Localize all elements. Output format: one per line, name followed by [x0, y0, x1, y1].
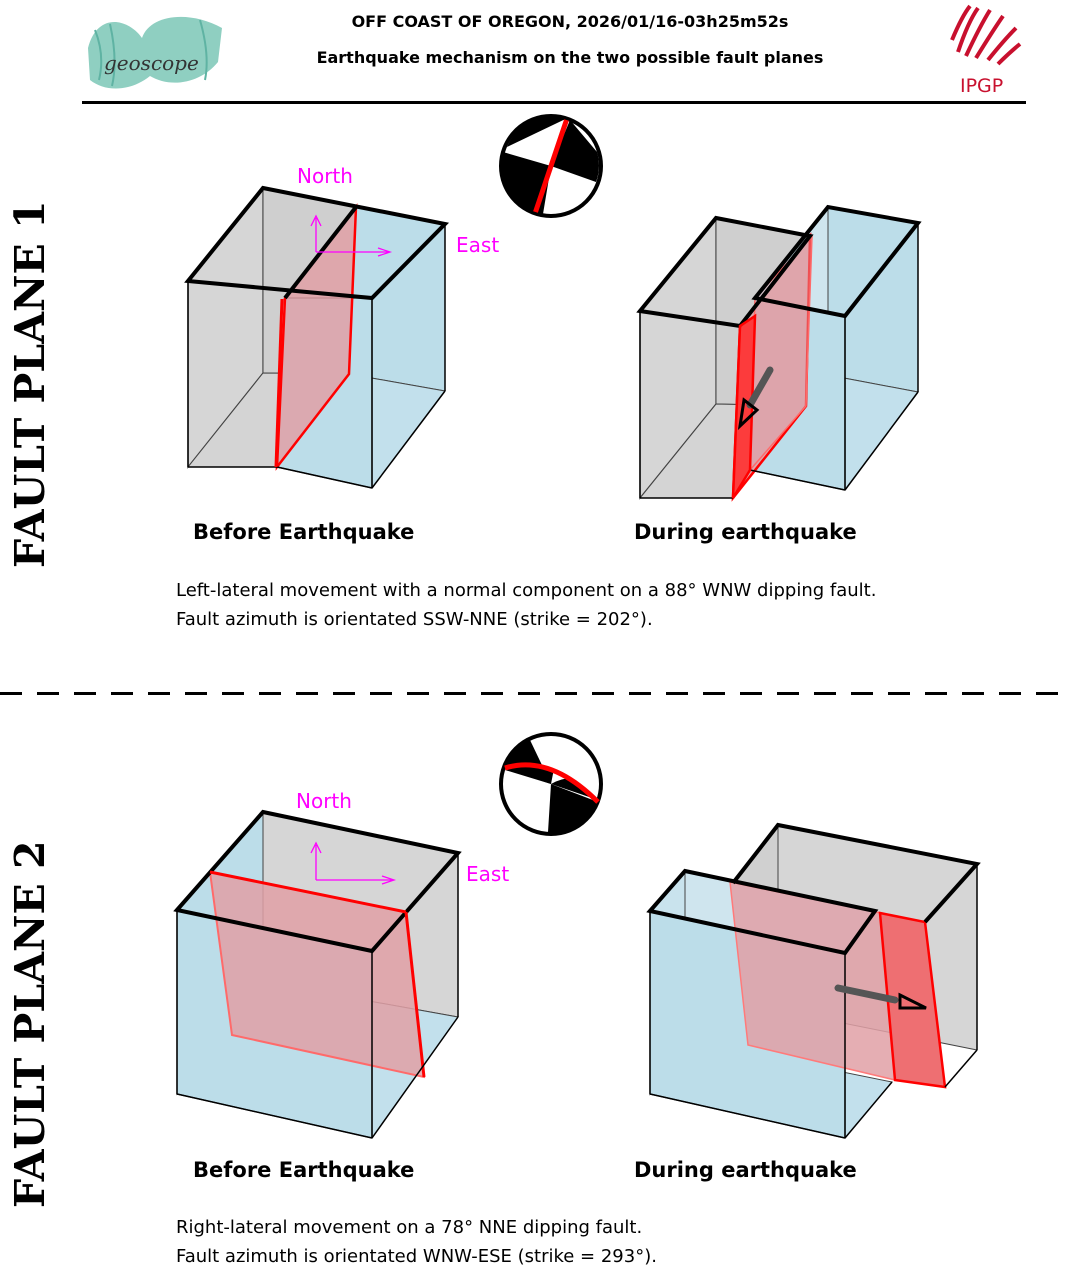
description-line-2: Fault azimuth is orientated WNW-ESE (str…	[176, 1246, 657, 1267]
section-divider	[0, 692, 1071, 695]
ipgp-logo-text: IPGP	[960, 75, 1003, 97]
side-label-plane-1: FAULT PLANE 1	[6, 200, 54, 568]
description-line-1: Left-lateral movement with a normal comp…	[176, 580, 877, 601]
before-caption-plane-1: Before Earthquake	[193, 520, 415, 544]
north-label-plane-1: North	[297, 164, 353, 188]
geoscope-logo: geoscope	[88, 16, 222, 89]
during-caption-plane-1: During earthquake	[634, 520, 857, 544]
during-caption-plane-2: During earthquake	[634, 1158, 857, 1182]
east-label-plane-2: East	[466, 862, 509, 886]
geoscope-logo-text: geoscope	[104, 51, 199, 75]
beachball-plane-2	[499, 732, 603, 836]
description-line-1: Right-lateral movement on a 78° NNE dipp…	[176, 1217, 643, 1238]
header-divider	[82, 101, 1026, 104]
before-caption-plane-2: Before Earthquake	[193, 1158, 415, 1182]
description-plane-1: Left-lateral movement with a normal comp…	[176, 576, 876, 634]
description-line-2: Fault azimuth is orientated SSW-NNE (str…	[176, 609, 653, 630]
north-label-plane-2: North	[296, 789, 352, 813]
block-during-plane-1	[636, 204, 922, 502]
east-label-plane-1: East	[456, 233, 499, 257]
figure-subtitle: Earthquake mechanism on the two possible…	[316, 48, 824, 67]
slip-arrow-plane-1	[746, 366, 774, 409]
ipgp-logo: IPGP	[950, 4, 1022, 97]
description-plane-2: Right-lateral movement on a 78° NNE dipp…	[176, 1213, 657, 1271]
beachball-plane-1	[499, 114, 603, 218]
slip-arrow-plane-2	[834, 984, 899, 1004]
block-before-plane-2	[173, 809, 462, 1139]
block-before-plane-1	[184, 185, 450, 489]
side-label-plane-2: FAULT PLANE 2	[6, 840, 54, 1208]
block-during-plane-2	[646, 822, 981, 1139]
figure-title: OFF COAST OF OREGON, 2026/01/16-03h25m52…	[351, 12, 789, 31]
